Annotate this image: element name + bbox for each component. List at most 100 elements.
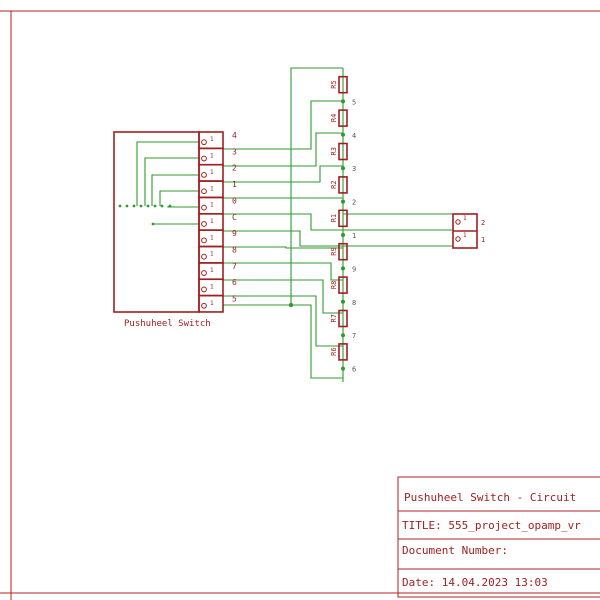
title-block: Pushuheel Switch - Circuit TITLE: 555_pr… [397,476,600,598]
pin-contact-icon [201,221,207,227]
switch-pin-label: 5 [232,295,237,304]
wire-net [136,67,453,382]
contact-dot [125,204,129,208]
net-label: 5 [352,98,356,106]
contact-dot [160,204,164,208]
resistor-body [338,276,348,294]
switch-pin-number: 1 [210,202,214,209]
wire [223,262,343,281]
connector-pin-icon [455,219,461,225]
resistor-label: R8 [330,281,338,289]
pin-contact-icon [201,302,207,309]
title-block-document-number: Document Number: [402,544,508,557]
switch-pin-label: 1 [232,180,237,189]
switch-pin-number: 1 [210,218,214,225]
net-label: 4 [352,132,356,140]
contact-dot [146,204,150,208]
switch-pin-label: 4 [232,131,237,140]
resistor-label: R5 [330,80,338,88]
junction-dot [341,266,345,271]
resistor-body [338,242,348,261]
connector-pin-number: 1 [463,215,467,222]
junction-dot [341,333,345,338]
switch-pin-label: 2 [232,164,237,173]
net-label: 2 [352,199,356,207]
connector-pin-icon [455,236,461,242]
wire [223,246,343,249]
switch-pin-label: 3 [232,147,237,156]
title-block-date: Date: 14.04.2023 13:03 [402,576,548,589]
resistor-label: R7 [330,314,338,322]
resistor-label: R1 [330,214,338,222]
wire [223,100,343,150]
pin-contact-icon [201,155,207,162]
switch-pin-number: 1 [210,283,214,290]
net-label: 1 [352,232,356,240]
switch-pin-label: 7 [232,262,237,271]
wire [223,132,343,167]
junction-dot [341,366,345,371]
switch-pin-label: 0 [232,196,237,205]
wire [223,279,343,314]
resistor-body [338,343,348,361]
junction-dot [341,99,345,104]
junction-dot [341,132,345,137]
junction-dot [341,166,345,171]
pin-contact-icon [201,270,207,276]
wire [290,67,343,305]
wire [223,230,453,247]
junction-dot [341,233,345,237]
pin-contact-icon [201,286,207,293]
switch-pin-label: 6 [232,278,237,287]
switch-pin-number: 1 [210,169,214,176]
wire [223,213,453,231]
contact-dot [139,204,143,208]
title-block-title: TITLE: 555_project_opamp_vr [402,519,581,532]
pin-contact-icon [201,237,207,244]
resistor-label: R3 [330,147,338,155]
wire [167,206,199,208]
switch-pin-number: 1 [210,300,214,307]
net-label: 6 [352,366,356,374]
contact-dot [168,204,172,208]
contact-dot [118,204,122,208]
pin-contact-icon [201,253,207,260]
wire [223,295,343,347]
wire [159,190,199,206]
title-block-heading: Pushuheel Switch - Circuit [404,491,576,504]
switch-pin-number: 1 [210,136,214,143]
resistor-body [338,142,348,161]
contact-dot [132,204,136,208]
pin-contact-icon [201,188,207,195]
switch-pin-label: 8 [232,246,237,255]
switch-internal-contacts [118,204,172,226]
junction-dot [341,299,345,304]
switch-pin-label: 9 [232,229,237,238]
resistor-label: R6 [330,347,338,355]
resistor-body [338,309,348,328]
pin-contact-icon [201,139,207,146]
switch-pin-label: C [232,213,237,222]
wire [151,174,199,206]
switch-pin-number: 1 [210,185,214,192]
net-label: 7 [352,332,356,340]
resistor-body [338,176,348,194]
connector-pin-label: 2 [481,219,485,227]
resistor-label: R2 [330,180,338,188]
contact-dot [151,222,155,226]
wire [291,304,343,379]
resistor-label: R9 [330,247,338,255]
junction-dot [341,199,345,204]
net-label: 3 [352,165,356,173]
switch-pin-number: 1 [210,153,214,160]
net-label: 9 [352,265,356,273]
drawing-frame [0,10,600,600]
contact-dot [153,204,157,208]
switch-pin-number: 1 [210,267,214,274]
